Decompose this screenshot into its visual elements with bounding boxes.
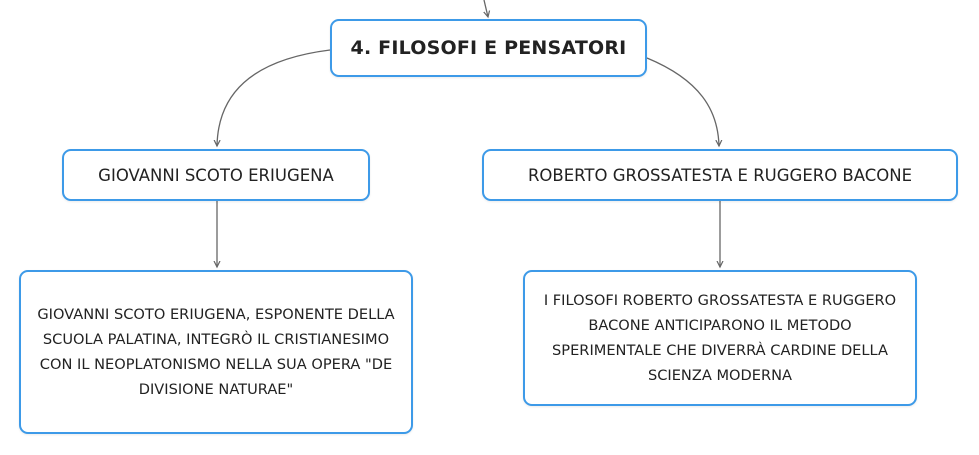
connector-root-to-left-topic <box>217 49 331 146</box>
topic-node-label: ROBERTO GROSSATESTA E RUGGERO BACONE <box>527 165 913 185</box>
root-node-label: 4. FILOSOFI E PENSATORI <box>350 37 627 59</box>
detail-node-text: GIOVANNI SCOTO ERIUGENA, ESPONENTE DELLA… <box>37 306 395 398</box>
topic-node-grossatesta-bacone[interactable]: ROBERTO GROSSATESTA E RUGGERO BACONE <box>482 149 958 201</box>
detail-node-grossatesta-bacone[interactable]: I FILOSOFI ROBERTO GROSSATESTA E RUGGERO… <box>523 270 917 406</box>
detail-node-text: I FILOSOFI ROBERTO GROSSATESTA E RUGGERO… <box>543 292 897 384</box>
detail-node-eriugena[interactable]: GIOVANNI SCOTO ERIUGENA, ESPONENTE DELLA… <box>19 270 413 434</box>
topic-node-giovanni-scoto-eriugena[interactable]: GIOVANNI SCOTO ERIUGENA <box>62 149 370 201</box>
topic-node-label: GIOVANNI SCOTO ERIUGENA <box>98 165 334 185</box>
connector-root-to-right-topic <box>646 57 719 146</box>
connector-parent-to-root <box>484 0 488 17</box>
root-node[interactable]: 4. FILOSOFI E PENSATORI <box>330 19 647 77</box>
